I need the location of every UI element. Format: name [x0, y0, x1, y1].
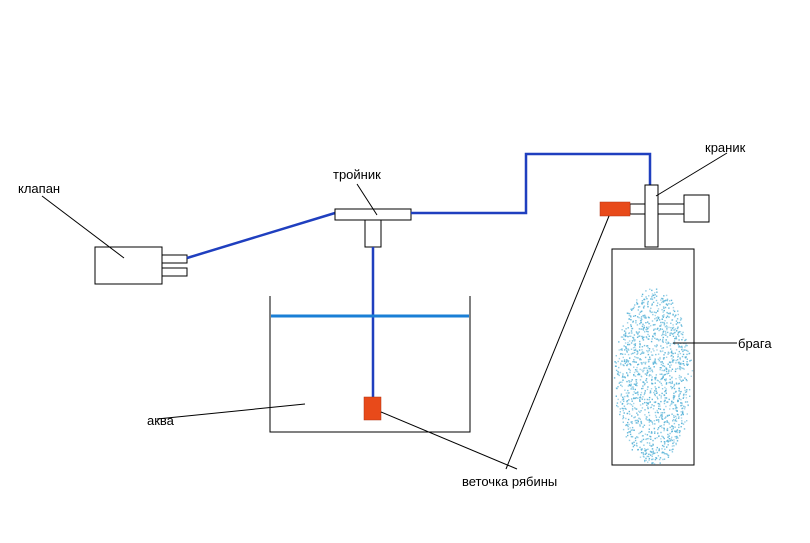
tap-handle	[683, 194, 710, 223]
leader-branch-tap	[505, 215, 610, 470]
leader-tap	[655, 152, 728, 197]
wash-label: брага	[738, 336, 772, 351]
tap	[629, 184, 710, 248]
rowan-branch-tap	[599, 201, 631, 217]
tee-horizontal	[334, 208, 412, 221]
tube-valve-to-tee	[186, 211, 336, 260]
tap-handle-stem	[657, 203, 687, 215]
valve	[94, 246, 188, 285]
wash-foam	[613, 288, 694, 465]
tube-tee-to-tap	[411, 152, 652, 215]
aqua-walls	[269, 296, 471, 433]
tap-nozzle	[629, 203, 646, 215]
valve-label: клапан	[18, 181, 61, 196]
leader-branch-aqua	[380, 411, 518, 470]
tap-body	[644, 184, 659, 248]
valve-body	[94, 246, 163, 285]
wash-bottle	[611, 248, 695, 466]
leader-tee	[356, 183, 378, 216]
rowan-branch-aqua	[363, 396, 382, 421]
leader-aqua	[156, 403, 306, 420]
tee-label: тройник	[333, 167, 381, 182]
tee-fitting	[334, 208, 412, 248]
tee-vertical	[364, 219, 382, 248]
tap-label: краник	[705, 140, 746, 155]
valve-nozzle-lower	[161, 267, 188, 277]
aqua-label: аква	[147, 413, 174, 428]
leader-valve	[41, 195, 125, 259]
branch-label: веточка рябины	[462, 474, 558, 489]
valve-nozzle-upper	[161, 254, 188, 264]
aqua-container	[269, 296, 471, 433]
